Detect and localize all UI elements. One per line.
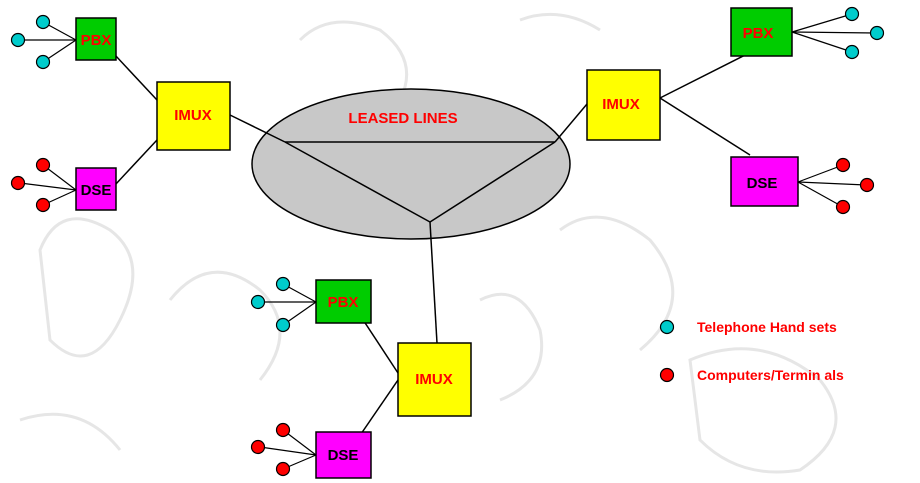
legend-computer-label: Computers/Termin als bbox=[697, 367, 844, 383]
telephone-handset-icon bbox=[250, 294, 266, 310]
imux-box bbox=[397, 342, 472, 417]
telephone-handset-icon bbox=[869, 25, 885, 41]
telephone-handset-icon bbox=[275, 317, 291, 333]
site-right: PBX DSE IMUX bbox=[586, 6, 885, 215]
dse-label: DSE bbox=[81, 182, 112, 199]
pbx-label: PBX bbox=[328, 294, 359, 311]
dse-box bbox=[730, 156, 799, 207]
pbx-label: PBX bbox=[81, 32, 112, 49]
imux-uplinks bbox=[229, 103, 588, 344]
imux-label: IMUX bbox=[415, 371, 453, 388]
background-sketch bbox=[19, 12, 838, 474]
pbx-box bbox=[315, 279, 372, 324]
telephone-handset-icon bbox=[844, 44, 860, 60]
pbx-box bbox=[75, 17, 117, 61]
computer-fan bbox=[259, 429, 317, 470]
site-bottom: PBX DSE IMUX bbox=[250, 276, 472, 479]
backbone-link-left-bottom bbox=[284, 141, 431, 223]
uplink-left bbox=[229, 114, 286, 143]
backbone-link-right-bottom bbox=[429, 141, 556, 223]
dse-box bbox=[315, 431, 372, 479]
telephone-handset-icon bbox=[844, 6, 860, 22]
computer-terminal-icon bbox=[275, 461, 291, 477]
pbx-label: PBX bbox=[743, 25, 774, 42]
imux-label: IMUX bbox=[602, 96, 640, 113]
computer-fan bbox=[19, 164, 77, 206]
computer-terminal-icon bbox=[275, 422, 291, 438]
telephone-fan bbox=[791, 13, 876, 53]
pbx-box bbox=[730, 7, 793, 57]
computer-terminal-icon bbox=[35, 197, 51, 213]
dse-imux-link bbox=[114, 139, 158, 186]
dse-imux-link bbox=[659, 97, 751, 156]
computer-terminal-icon bbox=[835, 157, 851, 173]
computer-terminal-icon bbox=[859, 177, 875, 193]
legend-telephone-label: Telephone Hand sets bbox=[697, 319, 837, 335]
telephone-handset-icon bbox=[35, 14, 51, 30]
site-left: PBX DSE IMUX bbox=[10, 14, 231, 213]
telephone-handset-icon bbox=[10, 32, 26, 48]
dse-label: DSE bbox=[747, 175, 778, 192]
computer-terminal-icon bbox=[835, 199, 851, 215]
telephone-fan bbox=[20, 21, 77, 63]
uplink-bottom bbox=[429, 221, 438, 344]
telephone-handset-icon bbox=[275, 276, 291, 292]
imux-box bbox=[586, 69, 661, 141]
computer-terminal-icon bbox=[659, 367, 675, 383]
computer-terminal-icon bbox=[35, 157, 51, 173]
leased-lines-label: LEASED LINES bbox=[348, 110, 457, 127]
leased-lines-cloud bbox=[251, 88, 571, 240]
pbx-imux-link bbox=[114, 54, 158, 101]
telephone-handset-icon bbox=[35, 54, 51, 70]
telephone-fan bbox=[260, 283, 317, 326]
dse-label: DSE bbox=[328, 447, 359, 464]
computer-terminal-icon bbox=[10, 175, 26, 191]
computer-terminal-icon bbox=[250, 439, 266, 455]
imux-label: IMUX bbox=[174, 107, 212, 124]
backbone-links bbox=[284, 141, 556, 223]
dse-box bbox=[75, 167, 117, 211]
computer-fan bbox=[797, 164, 867, 208]
imux-box bbox=[156, 81, 231, 151]
uplink-right bbox=[554, 103, 588, 143]
telephone-handset-icon bbox=[659, 319, 675, 335]
legend: Telephone Hand sets Computers/Termin als bbox=[659, 319, 844, 383]
